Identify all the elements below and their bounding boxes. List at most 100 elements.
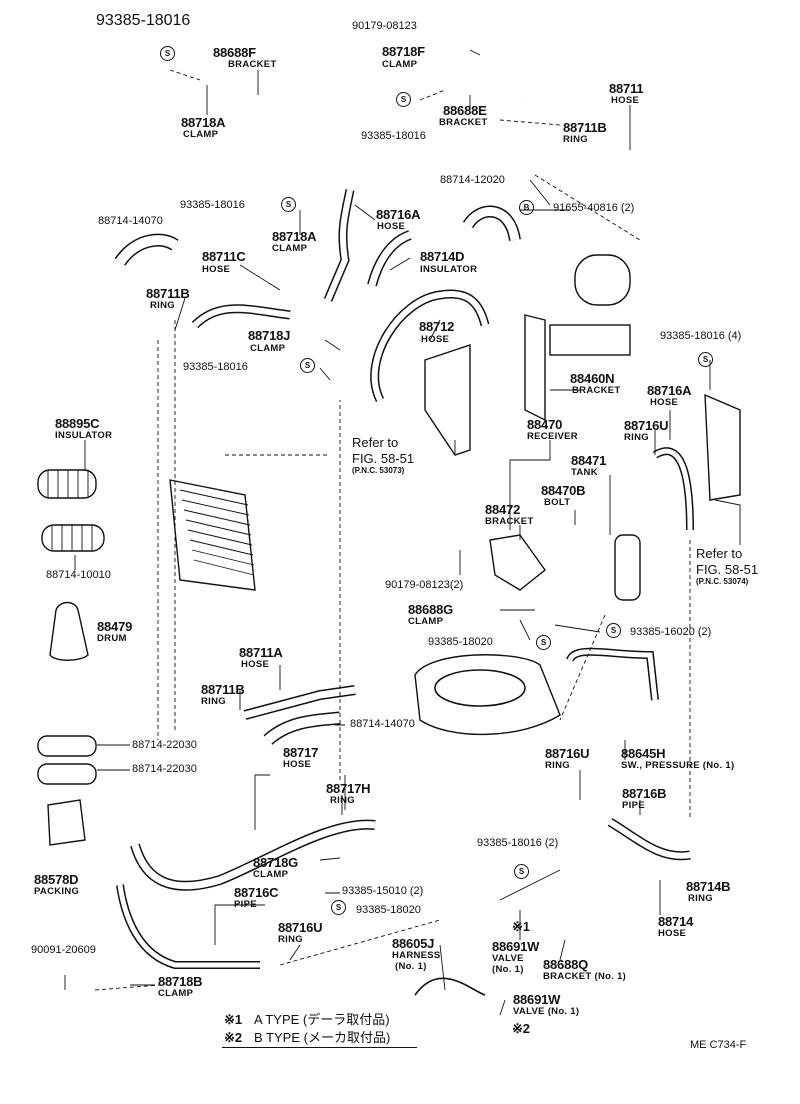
screw-symbol: S [281,197,296,212]
screw-symbol: S [160,46,175,61]
part-number: 93385-18020 [356,904,421,916]
part-number: 88711A [239,645,283,660]
legend-text-1: A TYPE (デーラ取付品) [254,1012,390,1027]
part-number: 88688E [443,103,487,118]
reference-line2: FIG. 58-51 [696,562,759,577]
part-number: 88711B [201,682,245,697]
part-number: 88716A [647,383,692,398]
part-number: 88714 [658,914,694,929]
part-name: HOSE [658,928,687,939]
part-number: 88714-14070 [350,718,415,730]
part-name: HOSE [650,397,679,408]
part-name: VALVE (No. 1) [513,1006,580,1017]
screw-symbol: S [536,635,551,650]
type-mark-1: ※1 [512,919,530,934]
part-name: INSULATOR [55,430,113,441]
legend-mark-1: ※1 [224,1012,243,1027]
part-name: HOSE [283,759,312,770]
part-number: 88472 [485,502,521,517]
part-number: 93385-18016 [96,12,191,29]
part-number: 88714B [686,879,731,894]
part-number: 88714-12020 [440,174,505,186]
part-name-suffix: (No. 1) [492,964,524,975]
part-name: HARNESS [392,950,441,961]
part-name: BRACKET (No. 1) [543,971,627,982]
legend-underline [222,1047,417,1048]
part-number: 88718G [253,855,299,870]
part-number: 88578D [34,872,79,887]
part-name: HOSE [421,334,450,345]
part-name: CLAMP [158,988,194,999]
part-number: 88716U [545,746,590,761]
legend-text-2: B TYPE (メーカ取付品) [254,1030,391,1045]
part-number: 88714-22030 [132,739,197,751]
part-name: TANK [571,467,598,478]
part-name: DRUM [97,633,127,644]
part-number: 88691W [492,939,540,954]
part-name: RING [201,696,226,707]
part-name: PIPE [234,899,257,910]
part-number: 90179-08123(2) [385,579,464,591]
part-number: 88712 [419,319,455,334]
part-name-suffix: (No. 1) [395,961,427,972]
part-number: 88716A [376,207,421,222]
part-name: RING [624,432,649,443]
part-name: PIPE [622,800,645,811]
part-number: 88718J [248,328,291,343]
part-name: CLAMP [183,129,219,140]
part-number: 88645H [621,746,666,761]
part-number: 88716U [624,418,669,433]
screw-symbol: S [514,864,529,879]
part-name: HOSE [611,95,640,106]
part-number: 93385-18016 [183,361,248,373]
part-number: 88688F [213,45,256,60]
part-name: RING [545,760,570,771]
part-number: 88711B [563,120,607,135]
part-number: 88688G [408,602,454,617]
part-name: RING [563,134,588,145]
part-number: 88718A [272,229,317,244]
part-name: PACKING [34,886,80,897]
part-number: 88717 [283,745,319,760]
part-number: 88714D [420,249,465,264]
part-number: 88716U [278,920,323,935]
part-number: 88714-14070 [98,215,163,227]
part-number: 88717H [326,781,371,796]
reference-line2: FIG. 58-51 [352,451,415,466]
reference-pnc: (P.N.C. 53074) [696,577,749,586]
part-name: CLAMP [253,869,289,880]
screw-symbol: S [606,623,621,638]
part-name: BRACKET [228,59,277,70]
part-number: 93385-18016 (4) [660,330,742,342]
part-name: VALVE [492,953,524,964]
part-name: BRACKET [485,516,534,527]
part-name: CLAMP [382,59,418,70]
part-name: CLAMP [250,343,286,354]
part-number: 93385-16020 (2) [630,626,712,638]
part-name: BOLT [544,497,571,508]
reference-line1: Refer to [696,546,743,561]
part-number: 88895C [55,416,100,431]
part-number: 88718A [181,115,226,130]
part-number: 88711 [609,81,644,96]
part-number: 93385-18016 [361,130,426,142]
part-name: RECEIVER [527,431,578,442]
part-name: HOSE [202,264,231,275]
part-number: 88718F [382,44,425,59]
part-number: 88711B [146,286,190,301]
part-name: CLAMP [408,616,444,627]
part-number: 93385-15010 (2) [342,885,424,897]
part-number: 88691W [513,992,561,1007]
part-number: 88716B [622,786,667,801]
screw-symbol: S [331,900,346,915]
part-name: BRACKET [572,385,621,396]
part-name: RING [688,893,713,904]
figure-code: ME C734-F [690,1039,747,1051]
part-number: 91655-40816 (2) [553,202,635,214]
screw-symbol: S [300,358,315,373]
part-number: 88714-10010 [46,569,111,581]
part-name: INSULATOR [420,264,478,275]
screw-symbol: S [396,92,411,107]
